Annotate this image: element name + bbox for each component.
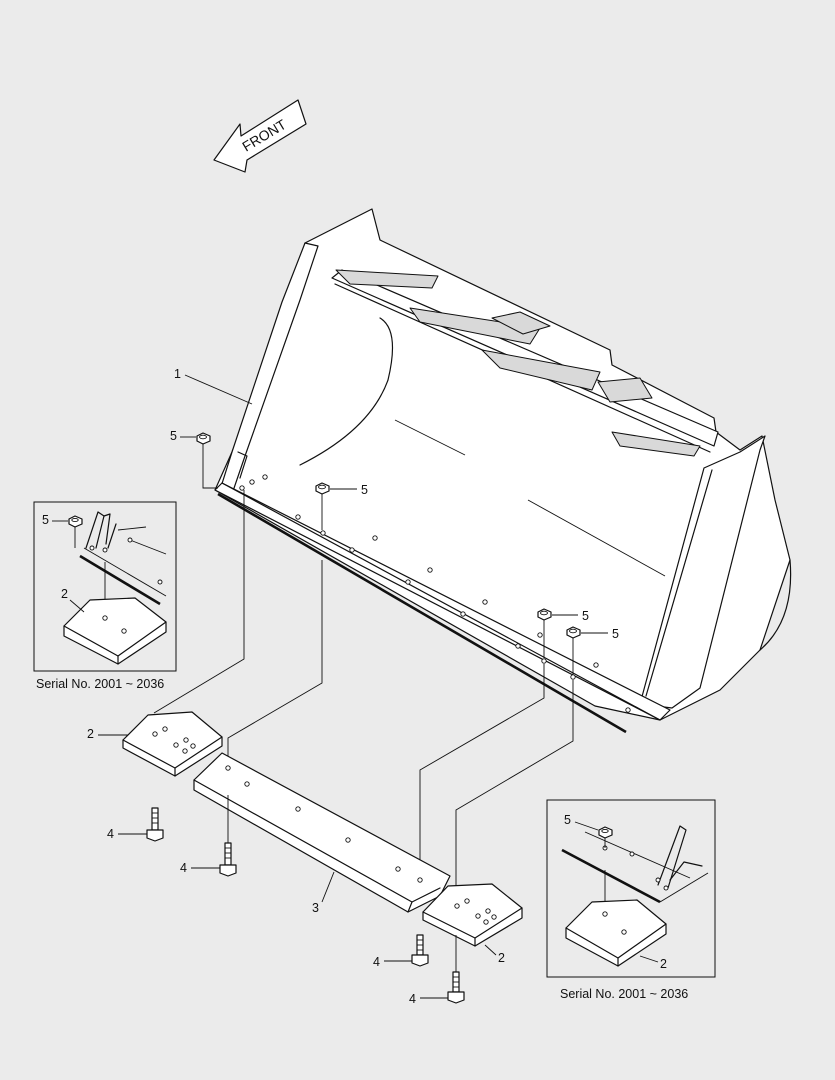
bolt-icon [411, 934, 429, 967]
callout-2-b: 2 [498, 951, 505, 965]
callout-4-b: 4 [180, 861, 187, 875]
nut-icon [566, 626, 581, 675]
nut-icon [196, 432, 218, 489]
callout-5-c: 5 [582, 609, 589, 623]
callout-3: 3 [312, 901, 319, 915]
inset-right-caption: Serial No. 2001 ~ 2036 [560, 987, 688, 1001]
callout-5-b: 5 [361, 483, 368, 497]
inset-left: 5 2 [33, 501, 177, 672]
wear-pad [122, 711, 223, 777]
inset-right-callout-5: 5 [564, 813, 571, 827]
callout-5-a: 5 [170, 429, 177, 443]
bolt-icon [447, 935, 465, 1004]
cutting-edge [193, 752, 451, 913]
nut-icon [315, 482, 330, 530]
inset-left-callout-5: 5 [42, 513, 49, 527]
nut-icon [537, 608, 552, 658]
callout-4-c: 4 [373, 955, 380, 969]
callout-1: 1 [174, 367, 181, 381]
callout-4-a: 4 [107, 827, 114, 841]
bucket-edge-holes [239, 474, 631, 713]
callout-4-d: 4 [409, 992, 416, 1006]
callout-5-d: 5 [612, 627, 619, 641]
inset-right-callout-2: 2 [660, 957, 667, 971]
inset-left-callout-2: 2 [61, 587, 68, 601]
inset-right: 5 2 [546, 799, 716, 978]
inset-left-caption: Serial No. 2001 ~ 2036 [36, 677, 164, 691]
callout-2-a: 2 [87, 727, 94, 741]
front-arrow-icon: FRONT [213, 99, 307, 173]
wear-pad [422, 883, 523, 947]
bolt-icon [219, 795, 237, 877]
bucket-assembly [214, 208, 792, 734]
bolt-icon [146, 807, 164, 842]
